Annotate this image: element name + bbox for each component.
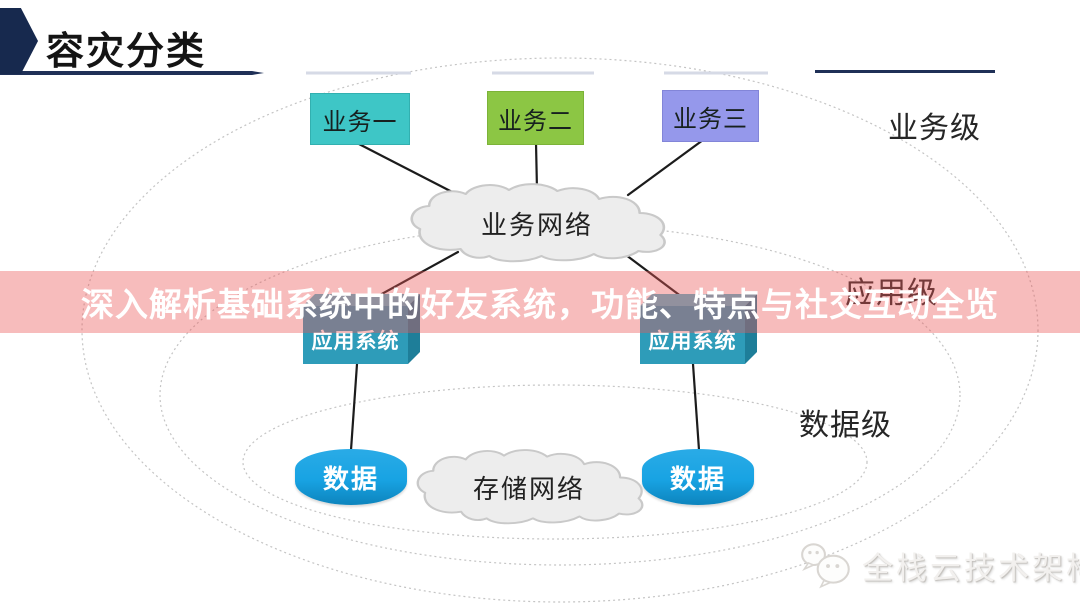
business-box-2-label: 业务二: [498, 107, 573, 135]
app-system-box-right: 应用系统: [640, 294, 758, 366]
concentric-ellipses: [81, 57, 1039, 603]
app-system-label: 应用系统: [311, 330, 400, 353]
wechat-icon: [801, 543, 850, 589]
line-biz2-to-network: [534, 141, 539, 192]
cloud-shape: [410, 183, 666, 263]
level-label-business: 业务级: [888, 112, 981, 145]
data-cylinder-left: 数据: [295, 449, 407, 505]
business-box-3-label: 业务三: [673, 105, 748, 133]
storage-network-cloud: 存储网络: [410, 449, 648, 525]
data-cylinder-right: 数据: [642, 449, 754, 505]
business-box-3: 业务三: [662, 90, 759, 142]
app-system-label: 应用系统: [648, 330, 737, 353]
storage-network-label: 存储网络: [472, 473, 585, 504]
overlay-banner-band: [0, 271, 1080, 333]
data-cylinder-label: 数据: [669, 463, 726, 494]
slide-title: 容灾分类: [46, 31, 207, 73]
business-network-cloud: 业务网络: [403, 183, 671, 263]
ellipse-application-level: [159, 224, 961, 566]
level-label-data: 数据级: [799, 409, 892, 442]
overlay-banner-text: 深入解析基础系统中的好友系统，功能、特点与社交互动全览: [81, 286, 999, 323]
business-network-label: 业务网络: [480, 209, 593, 240]
title-underline: [0, 70, 995, 75]
line-appleft-to-dataleft: [349, 362, 359, 452]
line-biz1-to-network: [355, 141, 462, 198]
business-box-1: 业务一: [310, 93, 410, 145]
business-box-1-label: 业务一: [322, 108, 398, 136]
app-box-shape: [640, 294, 757, 364]
level-label-application: 应用级: [845, 277, 938, 310]
line-appright-to-dataright: [691, 362, 701, 452]
watermark-text: 全栈云技术架构: [862, 550, 1080, 586]
business-box-2: 业务二: [487, 91, 584, 145]
line-biz3-to-network: [626, 138, 705, 197]
app-box-shape: [303, 294, 420, 364]
cloud-shape: [416, 449, 644, 525]
ellipse-data-level: [242, 384, 868, 540]
data-cylinder-label: 数据: [322, 463, 379, 494]
connector-lines: [349, 138, 705, 452]
app-system-box-left: 应用系统: [303, 294, 421, 366]
ellipse-business-level: [81, 57, 1039, 603]
watermark: 全栈云技术架构: [798, 540, 1080, 590]
